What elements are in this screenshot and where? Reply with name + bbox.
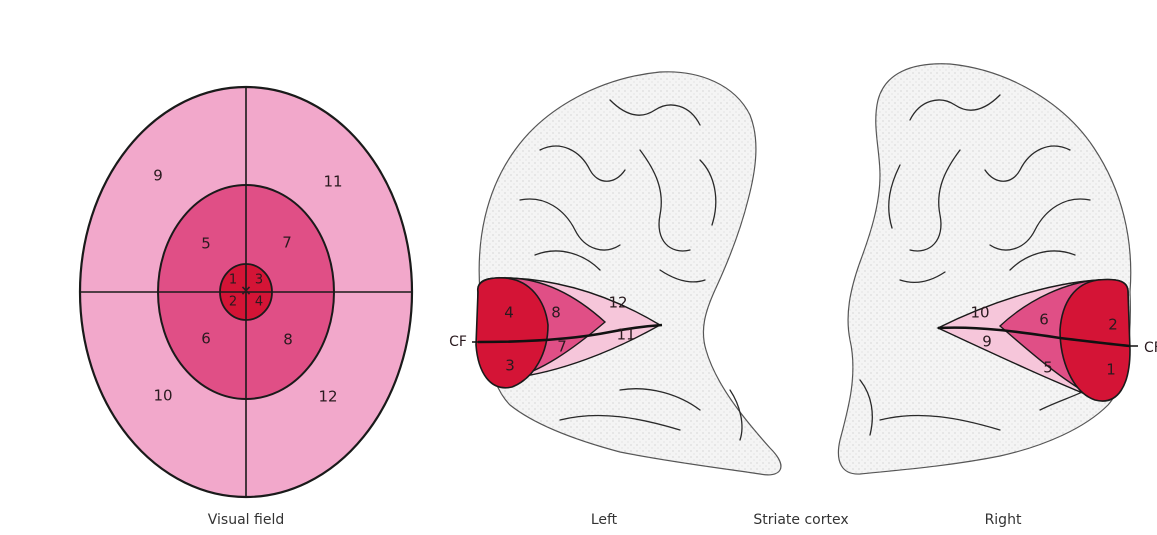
visual-field: 9 11 10 12 5 7 6 8 1 3 2 4 × Visual fiel…: [80, 87, 412, 528]
visual-field-caption: Visual field: [208, 512, 284, 528]
vf-region-9: 9: [153, 167, 163, 185]
right-cortex-region-6: 6: [1039, 311, 1049, 329]
vf-region-8: 8: [283, 331, 293, 349]
left-cortex-region-11: 11: [616, 326, 635, 344]
vf-region-10: 10: [153, 387, 172, 405]
striate-cortex-caption: Striate cortex: [753, 512, 848, 528]
left-cortex-region-4: 4: [504, 304, 514, 322]
left-cortex-region-12: 12: [608, 294, 627, 312]
left-cf-label: CF: [449, 334, 467, 350]
left-caption: Left: [591, 512, 618, 528]
vf-region-4: 4: [255, 295, 263, 310]
right-cortex-region-2: 2: [1108, 316, 1118, 334]
right-hemisphere: CF 2 1 6 5 10 9 Right: [838, 64, 1157, 528]
fixation-point-icon: ×: [240, 283, 252, 299]
left-cortex-region-3: 3: [505, 357, 515, 375]
right-cf-label: CF: [1144, 340, 1157, 356]
left-hemisphere: CF 4 3 8 7 12 11 Left: [449, 72, 781, 528]
vf-region-5: 5: [201, 235, 211, 253]
vf-region-2: 2: [229, 295, 237, 310]
right-cortex-region-10: 10: [970, 304, 989, 322]
vf-region-1: 1: [229, 273, 237, 288]
right-brain-stipple: [838, 64, 1130, 474]
left-cortex-region-8: 8: [551, 304, 561, 322]
left-cortex-region-7: 7: [557, 338, 567, 356]
right-cortex-region-5: 5: [1043, 359, 1053, 377]
right-cortex-region-1: 1: [1106, 361, 1116, 379]
vf-region-11: 11: [323, 173, 342, 191]
vf-region-12: 12: [318, 388, 337, 406]
right-caption: Right: [985, 512, 1022, 528]
right-cortex-region-9: 9: [982, 333, 992, 351]
vf-region-6: 6: [201, 330, 211, 348]
vf-region-3: 3: [255, 273, 263, 288]
left-brain-stipple: [479, 72, 781, 475]
vf-region-7: 7: [282, 234, 292, 252]
